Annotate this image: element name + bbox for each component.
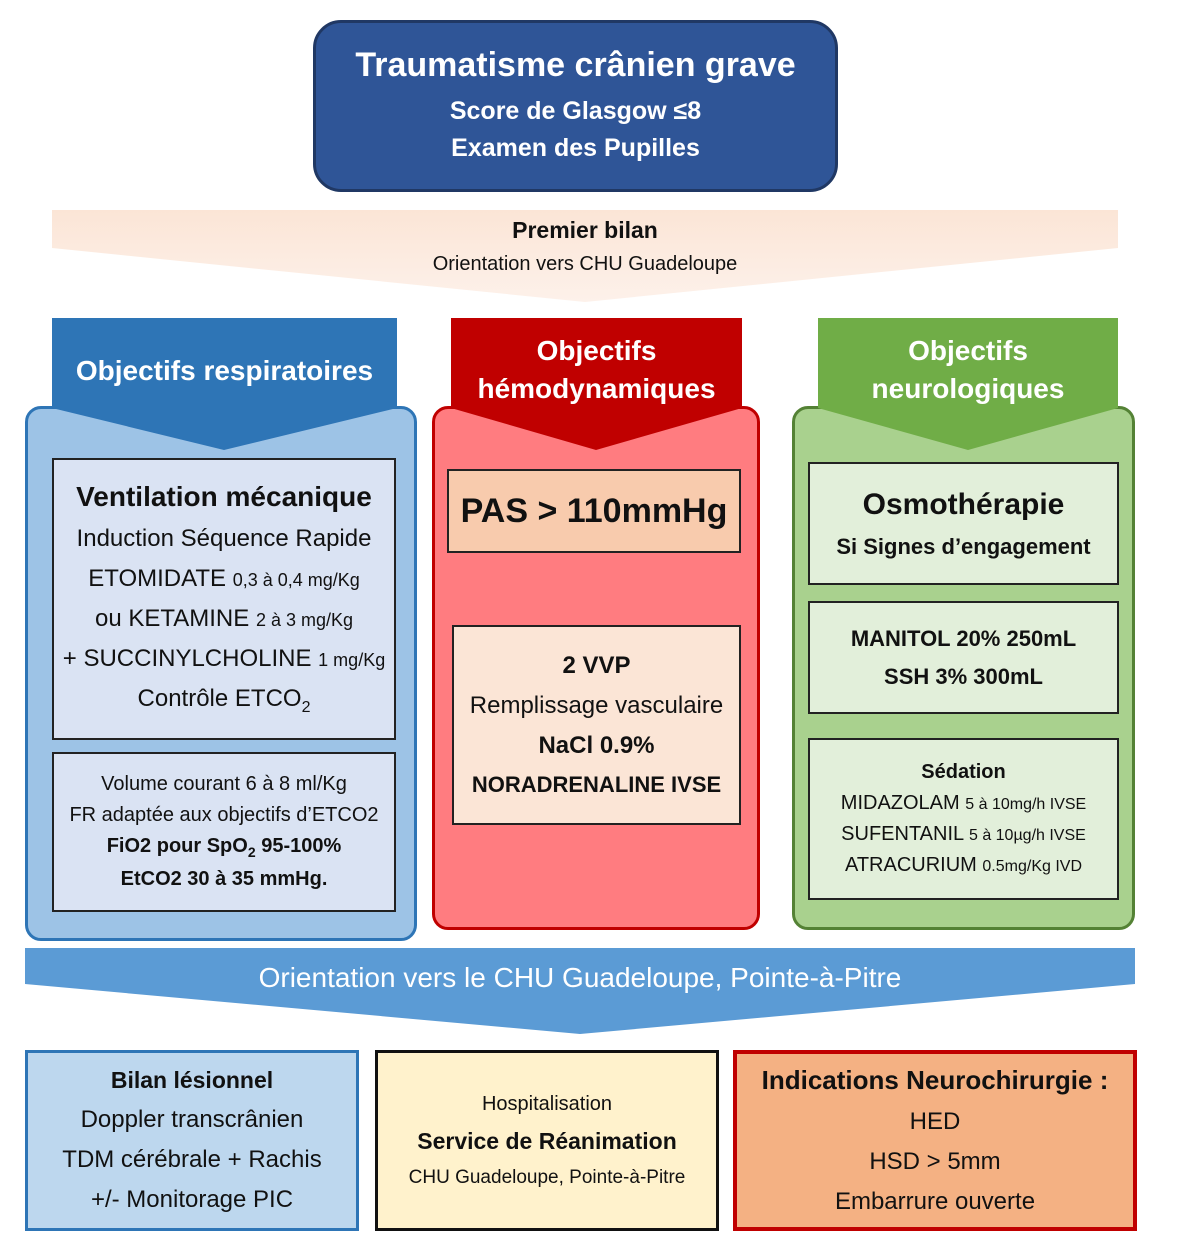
induction-line: Induction Séquence Rapide [76,525,372,553]
chu-line: CHU Guadeloupe, Pointe-à-Pitre [408,1166,686,1188]
remplissage-line: Remplissage vasculaire [469,692,724,719]
volume-courant-line: Volume courant 6 à 8 ml/Kg [101,773,347,795]
premier-bilan-subtitle: Orientation vers CHU Guadeloupe [432,253,738,275]
etco2-line: EtCO2 30 à 35 mmHg. [120,868,328,890]
tdm-line: TDM cérébrale + Rachis [62,1146,322,1173]
reanimation-line: Service de Réanimation [417,1127,677,1154]
sufentanil-dose: 5 à 10µg/h IVSE [968,827,1086,844]
ketamine-drug: ou KETAMINE [95,605,250,633]
hemodynamique-header-line1: Objectifs [536,335,657,366]
premier-bilan-arrow-shape [52,210,1118,302]
midazolam-drug: MIDAZOLAM [840,792,960,814]
neurologique-header-line1: Objectifs [908,335,1028,366]
ssh-line: SSH 3% 300mL [884,663,1043,689]
controle-etco2-sub: 2 [301,698,311,716]
hemodynamique-header: Objectifs hémodynamiques [451,332,742,408]
pas-text: PAS > 110mmHg [460,491,728,530]
ventilation-settings-box: Volume courant 6 à 8 ml/Kg FR adaptée au… [52,752,396,912]
noradrenaline-line: NORADRENALINE IVSE [471,772,722,797]
ketamine-dose: 2 à 3 mg/Kg [255,610,353,631]
header-box: Traumatisme crânien grave Score de Glasg… [313,20,838,192]
premier-bilan-arrow: Premier bilan Orientation vers CHU Guade… [52,210,1118,302]
atracurium-dose: 0.5mg/Kg IVD [982,858,1083,875]
neurologique-header: Objectifs neurologiques [818,332,1118,408]
neurologique-header-line2: neurologiques [871,372,1065,404]
bilan-lesionnel-box: Bilan lésionnel Doppler transcrânien TDM… [25,1050,359,1231]
osmotherapie-box: Osmothérapie Si Signes d’engagement [808,462,1119,585]
embarrure-line: Embarrure ouverte [834,1188,1036,1215]
succinylcholine-dose: 1 mg/Kg [318,650,386,671]
controle-etco2-line: Contrôle ETCO2 [138,685,311,717]
atracurium-line: ATRACURIUM 0.5mg/Kg IVD [845,854,1082,877]
sedation-box: Sédation MIDAZOLAM 5 à 10mg/h IVSE SUFEN… [808,738,1119,900]
vvp-line: 2 VVP [562,652,631,679]
orientation-text: Orientation vers le CHU Guadeloupe, Poin… [258,962,902,993]
ketamine-line: ou KETAMINE 2 à 3 mg/Kg [95,605,353,633]
controle-etco2-text: Contrôle ETCO [137,685,302,713]
sufentanil-drug: SUFENTANIL [841,823,964,845]
succinylcholine-line: + SUCCINYLCHOLINE 1 mg/Kg [63,645,385,673]
fio2-sub: 2 [247,844,256,860]
succinylcholine-drug: + SUCCINYLCHOLINE [62,645,312,673]
respiratoire-header: Objectifs respiratoires [75,355,374,386]
fio2-range: 95-100% [255,835,342,857]
sufentanil-line: SUFENTANIL 5 à 10µg/h IVSE [841,823,1086,846]
premier-bilan-title: Premier bilan [512,217,658,243]
hed-line: HED [909,1108,961,1135]
hsd-line: HSD > 5mm [869,1148,1001,1175]
hemodynamique-header-arrow [451,318,742,450]
fr-line: FR adaptée aux objectifs d’ETCO2 [69,804,379,826]
ventilation-box: Ventilation mécanique Induction Séquence… [52,458,396,740]
midazolam-line: MIDAZOLAM 5 à 10mg/h IVSE [841,792,1086,815]
hemodynamique-header-line2: hémodynamiques [477,372,716,404]
nacl-line: NaCl 0.9% [538,732,655,759]
atracurium-drug: ATRACURIUM [844,854,977,876]
etomidate-drug: ETOMIDATE [88,565,227,593]
orientation-arrow-shape [25,948,1135,1034]
osmotherapie-title: Osmothérapie [862,487,1065,521]
ventilation-title: Ventilation mécanique [76,481,372,513]
remplissage-box: 2 VVP Remplissage vasculaire NaCl 0.9% N… [452,625,741,825]
neurochirurgie-title: Indications Neurochirurgie : [761,1065,1109,1095]
etomidate-line: ETOMIDATE 0,3 à 0,4 mg/Kg [88,565,360,593]
sedation-title: Sédation [921,761,1006,783]
midazolam-dose: 5 à 10mg/h IVSE [965,796,1087,813]
etomidate-dose: 0,3 à 0,4 mg/Kg [232,570,360,591]
bilan-lesionnel-title: Bilan lésionnel [110,1067,274,1093]
header-line-pupilles: Examen des Pupilles [451,133,700,162]
fio2-line: FiO2 pour SpO2 95-100% [107,835,342,860]
signes-engagement-line: Si Signes d’engagement [836,533,1091,559]
header-line-glasgow: Score de Glasgow ≤8 [449,96,702,125]
respiratoire-header-arrow [52,318,397,450]
neurochirurgie-box: Indications Neurochirurgie : HED HSD > 5… [733,1050,1137,1231]
hospitalisation-line: Hospitalisation [481,1092,613,1115]
monitorage-line: +/- Monitorage PIC [90,1186,294,1213]
manitol-line: MANITOL 20% 250mL [850,625,1077,651]
fio2-text: FiO2 pour SpO [106,835,248,857]
manitol-box: MANITOL 20% 250mL SSH 3% 300mL [808,601,1119,714]
header-title: Traumatisme crânien grave [355,45,796,84]
pas-box: PAS > 110mmHg [447,469,741,553]
neurologique-header-arrow [818,318,1118,450]
orientation-arrow: Orientation vers le CHU Guadeloupe, Poin… [25,948,1135,1034]
doppler-line: Doppler transcrânien [80,1106,304,1133]
hospitalisation-box: Hospitalisation Service de Réanimation C… [375,1050,719,1231]
